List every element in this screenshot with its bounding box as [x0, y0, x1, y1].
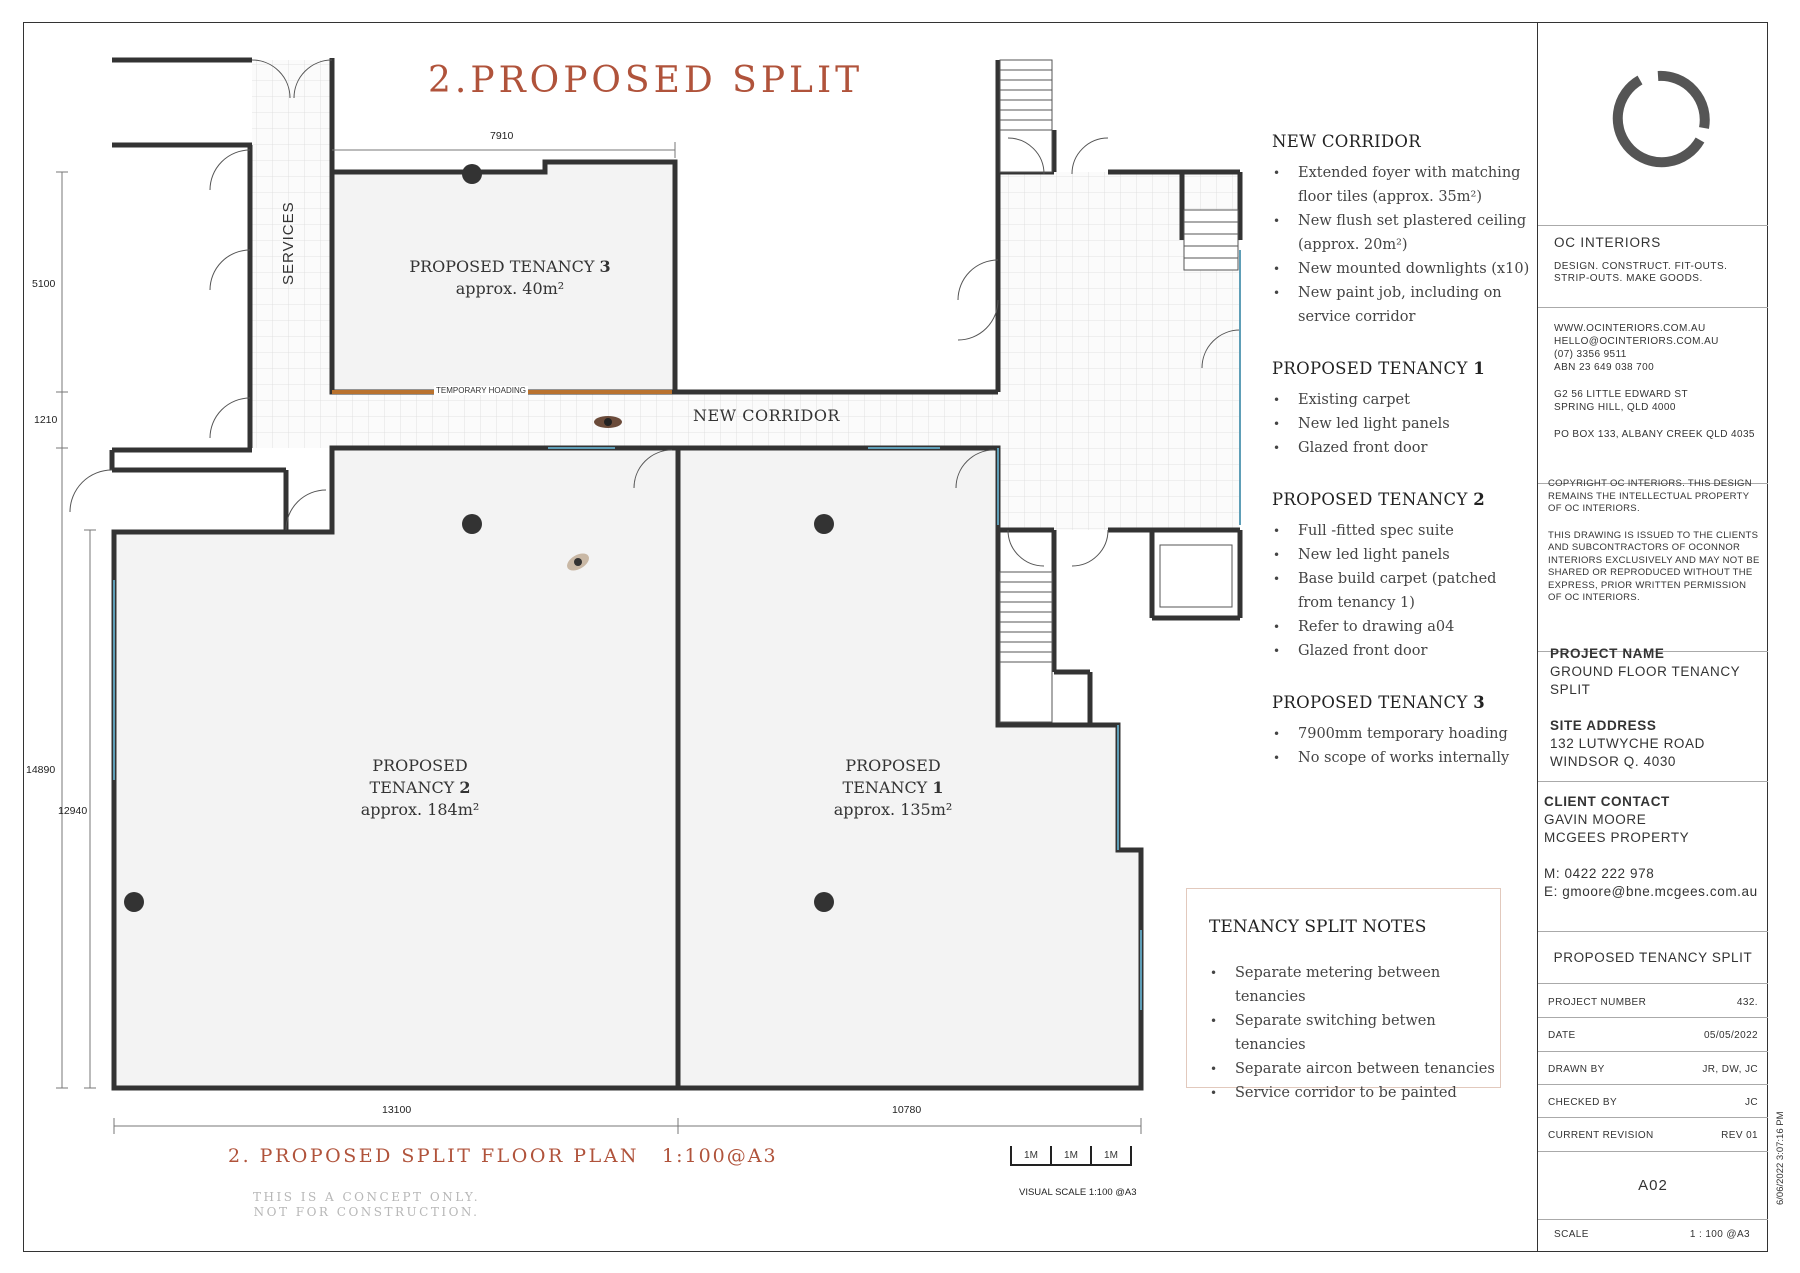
- new-corridor-floor: [330, 392, 998, 446]
- visual-scale-caption: VISUAL SCALE 1:100 @A3: [1019, 1187, 1137, 1198]
- notes-tenancy-3: PROPOSED TENANCY 3 7900mm temporary hoad…: [1272, 693, 1532, 770]
- stairs: [999, 59, 1239, 723]
- tenancy-1-label: PROPOSED TENANCY 1 approx. 135m²: [833, 756, 953, 819]
- client-row: [1538, 782, 1768, 932]
- note-item: Extended foyer with matching floor tiles…: [1273, 161, 1532, 209]
- copyright-row: [1538, 484, 1768, 652]
- scope-notes: NEW CORRIDOR Extended foyer with matchin…: [1272, 132, 1532, 800]
- scale-segment: 1M: [1050, 1146, 1092, 1166]
- company-row: [1538, 226, 1768, 308]
- dim-top: 7910: [490, 130, 514, 142]
- dim-left-c: 14890: [26, 764, 56, 776]
- company-name: OC INTERIORS: [1554, 235, 1662, 250]
- oc-logo: [1612, 70, 1710, 168]
- hoarding-label: TEMPORARY HOADING: [434, 386, 528, 395]
- dim-left-a: 5100: [32, 278, 56, 290]
- dim-bottom-a: 13100: [382, 1104, 412, 1116]
- split-note-item: Service corridor to be painted: [1210, 1081, 1500, 1105]
- note-item: Glazed front door: [1273, 639, 1532, 663]
- dim-bottom-b: 10780: [892, 1104, 922, 1116]
- note-item: New mounted downlights (x10): [1273, 257, 1532, 281]
- tenancy-3-label: PROPOSED TENANCY 3 approx. 40m²: [409, 257, 611, 298]
- sheet-number: A02: [1538, 1152, 1768, 1220]
- notes-heading: NEW CORRIDOR: [1272, 132, 1421, 151]
- dimension-lines: [56, 142, 1142, 1134]
- note-item: Refer to drawing a04: [1273, 615, 1532, 639]
- split-notes-heading: TENANCY SPLIT NOTES: [1209, 917, 1427, 937]
- dim-left-b: 1210: [34, 414, 58, 426]
- drawing-frame: [23, 22, 1768, 1252]
- sheet-title: PROPOSED TENANCY SPLIT: [1538, 932, 1768, 984]
- copyright-notice: COPYRIGHT OC INTERIORS. THIS DESIGN REMA…: [1548, 478, 1760, 603]
- split-note-item: Separate switching betwen tenancies: [1210, 1009, 1500, 1057]
- notes-new-corridor: NEW CORRIDOR Extended foyer with matchin…: [1272, 132, 1532, 329]
- notes-tenancy-1: PROPOSED TENANCY 1 Existing carpet New l…: [1272, 359, 1532, 460]
- note-item: New led light panels: [1273, 412, 1532, 436]
- plan-scale: 1:100@A3: [662, 1145, 778, 1167]
- client-contact: CLIENT CONTACT GAVIN MOORE MCGEES PROPER…: [1544, 794, 1758, 899]
- notes-heading: PROPOSED TENANCY 3: [1272, 693, 1485, 712]
- note-item: Glazed front door: [1273, 436, 1532, 460]
- note-item: Full -fitted spec suite: [1273, 519, 1532, 543]
- notes-tenancy-2: PROPOSED TENANCY 2 Full -fitted spec sui…: [1272, 490, 1532, 663]
- print-timestamp: 6/06/2022 3:07:16 PM: [1775, 1111, 1786, 1206]
- note-item: 7900mm temporary hoading: [1273, 722, 1532, 746]
- site-address: SITE ADDRESS 132 LUTWYCHE ROAD WINDSOR Q…: [1550, 718, 1705, 769]
- split-note-item: Separate aircon between tenancies: [1210, 1057, 1500, 1081]
- services-corridor-floor: [252, 60, 332, 448]
- door-swings: [69, 59, 1241, 567]
- scale-segment: 1M: [1090, 1146, 1132, 1166]
- note-item: Base build carpet (patched from tenancy …: [1273, 567, 1532, 615]
- scale-segment: 1M: [1010, 1146, 1052, 1166]
- logo-row: [1538, 22, 1768, 226]
- project-row: [1538, 652, 1768, 782]
- drawing-title: 2.PROPOSED SPLIT: [428, 60, 864, 101]
- company-tagline: DESIGN. CONSTRUCT. FIT-OUTS. STRIP-OUTS.…: [1554, 261, 1728, 284]
- note-item: New paint job, including on service corr…: [1273, 281, 1532, 329]
- dim-left-d: 12940: [58, 805, 88, 817]
- split-note-item: Separate metering between tenancies: [1210, 961, 1500, 1009]
- notes-heading: PROPOSED TENANCY 2: [1272, 490, 1485, 509]
- new-corridor-label: NEW CORRIDOR: [693, 406, 840, 425]
- concept-disclaimer: THIS IS A CONCEPT ONLY. NOT FOR CONSTRUC…: [253, 1190, 481, 1219]
- services-label: SERVICES: [280, 201, 297, 285]
- notes-heading: PROPOSED TENANCY 1: [1272, 359, 1485, 378]
- contact-row: [1538, 308, 1768, 484]
- note-item: Existing carpet: [1273, 388, 1532, 412]
- columns: [124, 164, 834, 912]
- glazing-lines: [113, 250, 1241, 1010]
- tenancy-split-notes: TENANCY SPLIT NOTES Separate metering be…: [1186, 888, 1501, 1105]
- note-item: New led light panels: [1273, 543, 1532, 567]
- plan-title: 2. PROPOSED SPLIT FLOOR PLAN: [228, 1145, 640, 1167]
- note-item: New flush set plastered ceiling (approx.…: [1273, 209, 1532, 257]
- tenancy-2-label: PROPOSED TENANCY 2 approx. 184m²: [360, 756, 480, 819]
- title-block: OC INTERIORS DESIGN. CONSTRUCT. FIT-OUTS…: [1537, 22, 1768, 1252]
- visual-scale-bar: 1M 1M 1M: [1010, 1146, 1132, 1166]
- person-figures: [567, 416, 622, 571]
- company-contact: WWW.OCINTERIORS.COM.AU HELLO@OCINTERIORS…: [1554, 323, 1755, 440]
- project-name: PROJECT NAME GROUND FLOOR TENANCY SPLIT: [1550, 646, 1741, 697]
- note-item: No scope of works internally: [1273, 746, 1532, 770]
